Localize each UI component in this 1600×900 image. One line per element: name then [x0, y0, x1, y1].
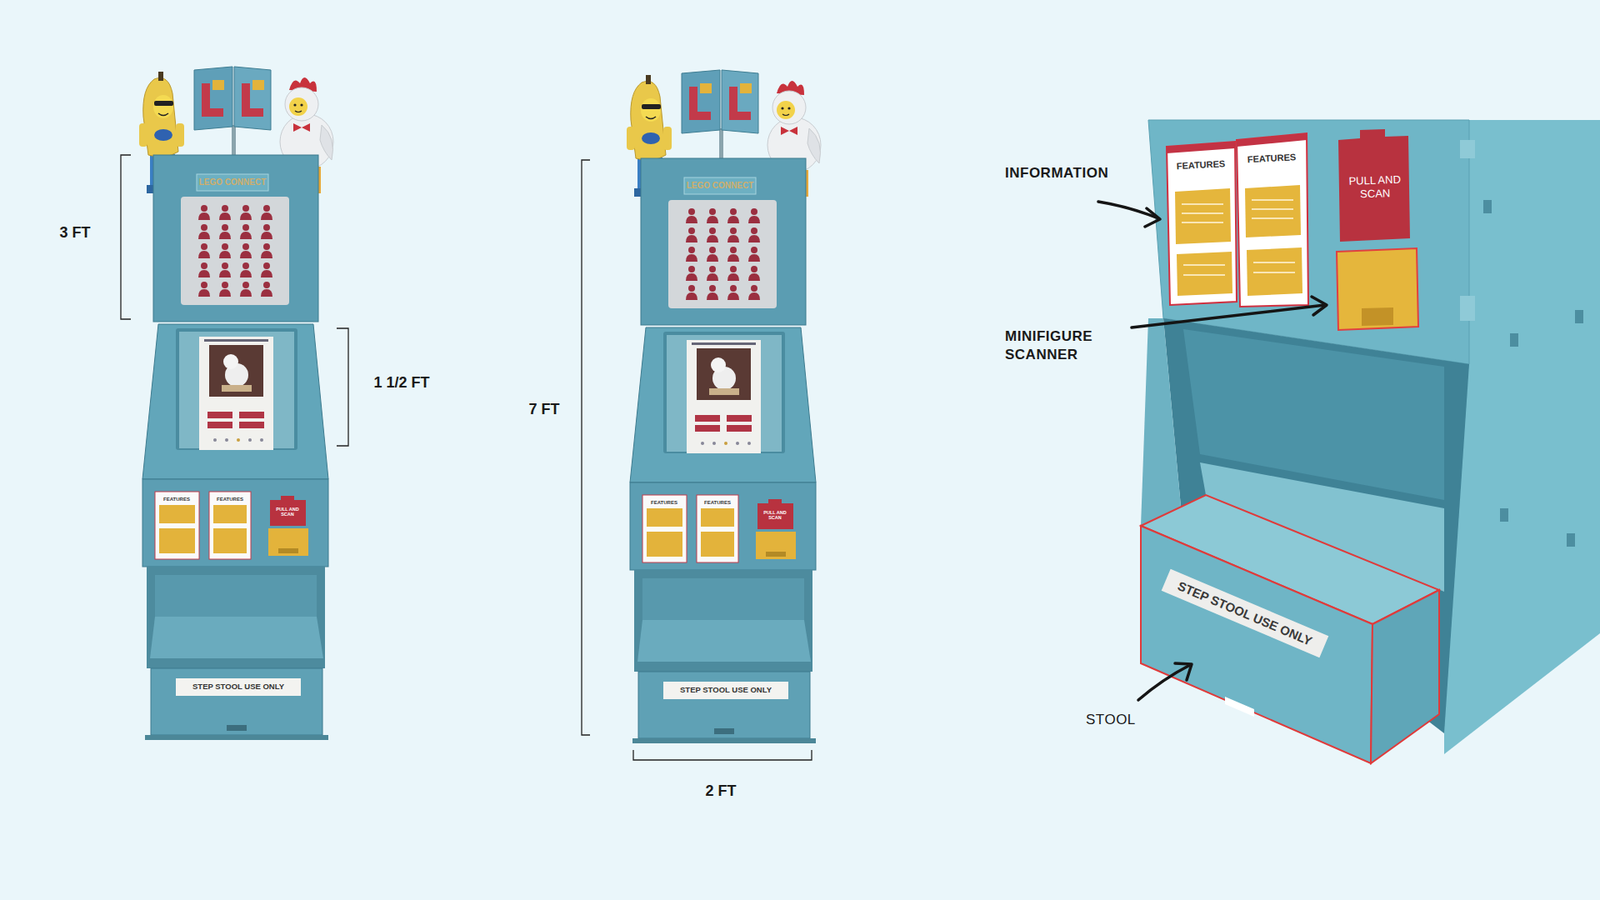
callout-arrow — [1131, 305, 1325, 328]
kiosk-photo — [139, 66, 334, 740]
closeup-photo — [1140, 120, 1600, 764]
tag-text: PULL AND SCAN — [275, 507, 300, 518]
dimension-bracket — [581, 160, 590, 735]
callout-label: STOOL — [1085, 711, 1136, 729]
closeup-photo — [1245, 185, 1301, 238]
closeup-photo — [1566, 533, 1575, 547]
closeup-photo — [1236, 133, 1307, 147]
dimension-bracket — [120, 155, 131, 320]
closeup-photo — [1161, 569, 1330, 658]
card-lines — [1181, 200, 1295, 275]
closeup-photo — [1575, 310, 1584, 324]
stool-label: STEP STOOL USE ONLY — [1175, 578, 1315, 649]
card-heading: FEATURES — [1246, 151, 1296, 165]
callout-arrow — [1145, 208, 1160, 227]
closeup-photo — [1140, 525, 1373, 764]
dimension-label: 1 1/2 FT — [373, 374, 430, 392]
closeup-photo — [1336, 248, 1419, 330]
closeup-photo — [1500, 508, 1509, 522]
dimension-label: 7 FT — [528, 400, 560, 419]
closeup-photo — [1225, 696, 1255, 717]
sign-text: LEGO CONNECT — [686, 180, 755, 191]
card-heading: FEATURES — [704, 500, 731, 506]
callout-arrow — [1175, 663, 1192, 680]
sign-text: LEGO CONNECT — [199, 177, 267, 188]
callout-label: INFORMATION — [1005, 165, 1109, 182]
callout-arrow — [1098, 201, 1327, 700]
card-lines — [1181, 204, 1225, 275]
card-heading: FEATURES — [650, 500, 678, 506]
kiosk-photo — [626, 70, 821, 744]
closeup-photo — [1483, 200, 1492, 214]
closeup-photo — [1370, 590, 1440, 764]
closeup-photo — [1175, 188, 1231, 245]
tag-text: PULL AND SCAN — [1347, 173, 1402, 203]
stool-label: STEP STOOL USE ONLY — [680, 685, 772, 695]
closeup-photo — [1140, 318, 1184, 534]
dimension-bracket — [336, 328, 349, 446]
tag-text: PULL AND SCAN — [762, 510, 788, 521]
closeup-photo — [1460, 140, 1475, 159]
closeup-photo — [1510, 333, 1519, 347]
closeup-photo — [1246, 247, 1303, 296]
callout-label: MINIFIGURE SCANNER — [1005, 327, 1118, 365]
closeup-photo — [1460, 295, 1475, 321]
stool-label: STEP STOOL USE ONLY — [192, 682, 285, 692]
dimension-label: 3 FT — [59, 224, 90, 242]
closeup-photo — [1361, 307, 1394, 326]
closeup-photo — [1166, 141, 1237, 305]
card-heading: FEATURES — [1175, 158, 1225, 172]
card-heading: FEATURES — [216, 496, 244, 503]
card-heading: FEATURES — [163, 496, 190, 503]
closeup-photo — [1176, 251, 1233, 296]
callout-arrow — [1138, 665, 1190, 700]
callout-arrow — [1311, 296, 1327, 315]
closeup-photo — [1166, 141, 1235, 154]
closeup-photo — [1338, 129, 1410, 242]
dimension-bracket — [633, 750, 812, 760]
dimension-bracket — [120, 155, 812, 760]
closeup-photo — [1236, 133, 1309, 307]
card-lines — [1251, 200, 1295, 273]
dimension-label: 2 FT — [705, 782, 736, 800]
